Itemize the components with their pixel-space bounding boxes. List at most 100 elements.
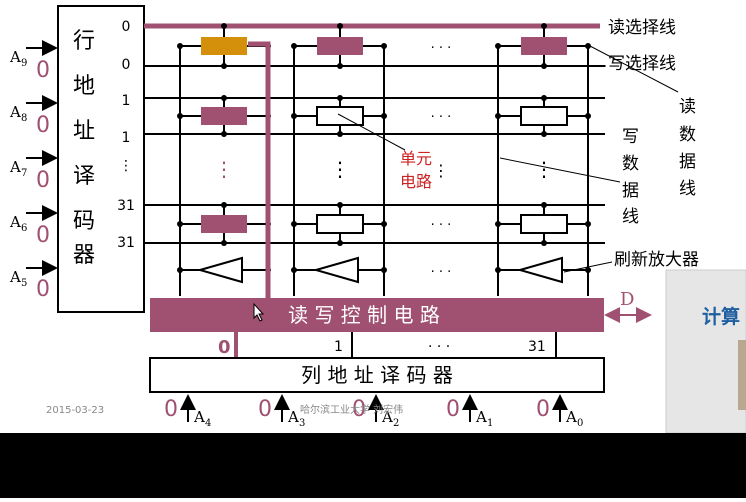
refresh-amplifiers xyxy=(196,256,563,284)
svg-text:A: A xyxy=(9,48,21,66)
row-output-label: 0 xyxy=(122,19,131,35)
slide-date: 2015-03-23 xyxy=(46,405,104,416)
bottom-bar xyxy=(0,433,746,498)
svg-text:0: 0 xyxy=(352,397,366,422)
row-decoder-box xyxy=(57,5,145,313)
active-data-path xyxy=(248,41,271,300)
row-input-a6: A 6 0 xyxy=(9,205,58,248)
horizontal-ellipsis: · · · · · · · · · · · · xyxy=(431,41,452,280)
svg-text:0: 0 xyxy=(36,277,50,302)
svg-text:2: 2 xyxy=(393,418,399,429)
read-data-line-label: 读 数 据 线 xyxy=(679,97,696,199)
row-output-label: 0 xyxy=(122,57,131,73)
row-input-a9: A 9 0 xyxy=(9,40,58,83)
cell-1-31 xyxy=(520,106,568,126)
row-input-a7: A 7 0 xyxy=(9,150,58,193)
col-output-0: 0 xyxy=(218,337,231,358)
row-decoder-char: 行 xyxy=(73,29,95,54)
row-output-label: 1 xyxy=(122,130,131,146)
row-decoder-inputs: A 9 0 A 8 0 A 7 0 A 6 0 A 5 0 xyxy=(9,40,58,302)
cell-31-1 xyxy=(316,214,364,234)
svg-text:A: A xyxy=(381,408,393,426)
svg-text:据: 据 xyxy=(679,152,696,172)
row-decoder-outputs: 0 0 1 1 ⋮ 31 31 xyxy=(117,19,135,251)
col-decoder-inputs: 0 A 4 0 A 3 0 A 2 0 A 1 0 A 0 xyxy=(164,394,583,429)
mouse-cursor-icon xyxy=(253,302,265,322)
svg-text:⋮: ⋮ xyxy=(534,157,554,181)
cell-1-1 xyxy=(316,106,364,126)
svg-text:⋮: ⋮ xyxy=(330,157,350,181)
memory-cells xyxy=(201,37,568,234)
svg-text:数: 数 xyxy=(679,125,696,145)
svg-text:9: 9 xyxy=(21,58,27,69)
row-input-a5: A 5 0 xyxy=(9,260,58,302)
row-decoder-char: 码 xyxy=(73,209,95,234)
svg-text:A: A xyxy=(9,103,21,121)
svg-text:8: 8 xyxy=(21,113,27,124)
svg-text:6: 6 xyxy=(21,223,27,234)
svg-text:0: 0 xyxy=(36,113,50,138)
svg-text:A: A xyxy=(193,408,205,426)
data-port-label: D xyxy=(620,289,634,310)
svg-text:数: 数 xyxy=(622,154,639,174)
video-overlay: 计算 xyxy=(665,269,746,434)
col-output-31: 31 xyxy=(528,339,546,355)
amp-triangle-1 xyxy=(312,256,359,284)
svg-text:3: 3 xyxy=(299,418,305,429)
svg-text:0: 0 xyxy=(258,397,272,422)
row-output-label: 31 xyxy=(117,235,135,251)
slide-footer: 哈尔滨工业大学 刘宏伟 xyxy=(300,403,403,416)
col-input-a2: 0 A 2 xyxy=(352,394,399,429)
col-input-a4: 0 A 4 xyxy=(164,394,211,429)
svg-text:· · ·: · · · xyxy=(431,110,452,125)
cell-0-1 xyxy=(317,37,363,55)
amp-triangle-0 xyxy=(196,256,243,284)
row-input-a8: A 8 0 xyxy=(9,95,58,138)
svg-text:0: 0 xyxy=(36,168,50,193)
cell-0-31 xyxy=(521,37,567,55)
svg-text:线: 线 xyxy=(622,207,639,227)
svg-text:⋮: ⋮ xyxy=(214,157,234,181)
junction-dots xyxy=(177,23,591,273)
svg-text:· · ·: · · · xyxy=(431,41,452,56)
col-select-lines xyxy=(235,332,557,358)
row-decoder-char: 译 xyxy=(73,164,95,189)
row-output-label: 1 xyxy=(122,93,131,109)
select-lines xyxy=(144,65,605,244)
amp-triangle-31 xyxy=(516,256,563,284)
row-decoder-char: 址 xyxy=(73,119,95,144)
refresh-amp-label: 刷新放大器 xyxy=(614,250,699,270)
row-decoder-chars: 行 地 址 译 码 器 xyxy=(73,29,95,268)
svg-text:7: 7 xyxy=(21,168,27,179)
cell-circuit-label: 单元 电路 xyxy=(400,149,432,191)
svg-text:0: 0 xyxy=(36,223,50,248)
rw-control-label: 读 写 控 制 电 路 xyxy=(288,303,440,327)
svg-text:A: A xyxy=(565,408,577,426)
row-output-label: 31 xyxy=(117,198,135,214)
svg-text:线: 线 xyxy=(679,179,696,199)
svg-text:电路: 电路 xyxy=(400,172,432,191)
svg-text:0: 0 xyxy=(446,397,460,422)
col-output-dots: · · · xyxy=(428,339,450,355)
cell-31-0 xyxy=(201,215,247,233)
vertical-ellipsis: ⋮ ⋮ ⋮ ⋮ xyxy=(214,157,554,181)
cell-31-31 xyxy=(520,214,568,234)
svg-text:4: 4 xyxy=(205,418,211,429)
svg-text:0: 0 xyxy=(164,397,178,422)
svg-text:· · ·: · · · xyxy=(431,265,452,280)
write-select-label: 写选择线 xyxy=(608,54,676,74)
row-output-label: ⋮ xyxy=(119,158,133,174)
col-decoder-outputs: 0 1 · · · 31 xyxy=(218,337,546,358)
data-port[interactable]: D xyxy=(604,289,652,323)
cell-0-0-selected xyxy=(201,37,247,55)
svg-text:单元: 单元 xyxy=(400,149,432,168)
col-input-a3: 0 A 3 xyxy=(258,394,305,429)
col-input-a1: 0 A 1 xyxy=(446,394,493,429)
svg-text:A: A xyxy=(9,213,21,231)
cell-1-0 xyxy=(201,107,247,125)
svg-text:读: 读 xyxy=(679,97,696,117)
svg-text:A: A xyxy=(9,268,21,286)
col-decoder-box xyxy=(149,357,605,393)
row-decoder-char: 地 xyxy=(73,74,95,99)
